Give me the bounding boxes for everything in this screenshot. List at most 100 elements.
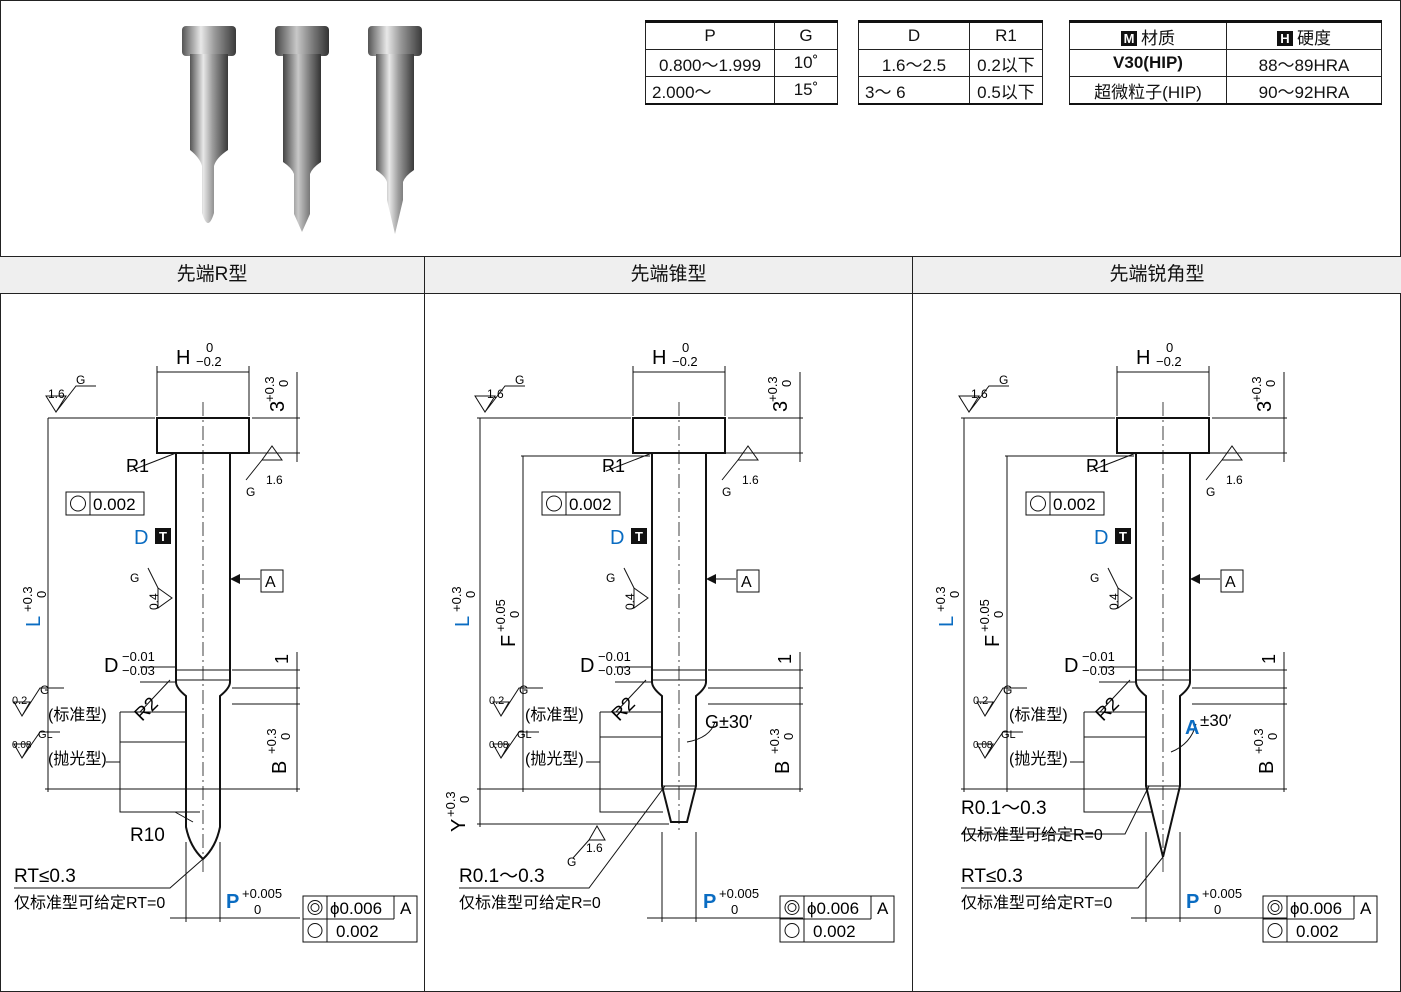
h-tol-lower: −0.2 (672, 354, 698, 369)
d-tol-lower: −0.03 (122, 663, 155, 678)
one-label: 1 (775, 654, 795, 664)
roughness-symbol (147, 567, 173, 609)
polished-label: (抛光型) (525, 750, 584, 768)
divider (424, 256, 425, 992)
one-label: 1 (1259, 654, 1279, 664)
roughness-g: G (1206, 485, 1215, 499)
roughness-symbol (1107, 567, 1133, 609)
coaxiality-value: ϕ0.006 (807, 899, 859, 918)
d-tol-lower: −0.03 (598, 663, 631, 678)
three-tol-lower: 0 (779, 380, 794, 387)
roughness-symbol (492, 731, 539, 760)
leader-r2 (139, 679, 171, 713)
h-tol-upper: 0 (682, 340, 689, 355)
b-label: B (269, 761, 291, 774)
g-angle-label: G±30′ (705, 712, 753, 732)
circularity-frame (541, 491, 621, 516)
roughness-g: G (76, 373, 85, 387)
leader (586, 742, 601, 763)
table-cell: 0.800～1.999 (645, 49, 775, 77)
roughness-g: G (515, 373, 524, 387)
p-tol-lower: 0 (731, 902, 738, 917)
circularity-icon (1267, 923, 1283, 938)
datum-triangle (1190, 574, 1200, 584)
three-tol-upper: +0.3 (262, 376, 277, 402)
roughness-symbol (976, 687, 1027, 718)
roughness-symbol (721, 445, 759, 481)
p-label: P (1186, 891, 1199, 913)
roughness-symbol (976, 731, 1023, 760)
h-tol-lower: −0.2 (1156, 354, 1182, 369)
col-header-p: P (645, 20, 775, 50)
section-title-sharp-type: 先端锐角型 (1109, 264, 1205, 285)
roughness-value: 0.2 (489, 695, 504, 707)
datum-a-box (736, 569, 760, 593)
d-tol-lower: −0.03 (1082, 663, 1115, 678)
circularity-value: 0.002 (336, 922, 379, 941)
table-d-r1: D R1 1.6～2.5 0.2以下 3～ 6 0.5以下 (858, 20, 1043, 105)
datum-a-box (1220, 569, 1244, 593)
roughness-gl: GL (38, 729, 53, 741)
l-tol-lower: 0 (947, 591, 962, 598)
roughness-g: G (567, 855, 576, 869)
circularity-value: 0.002 (813, 922, 856, 941)
coaxiality-value: ϕ0.006 (330, 899, 382, 918)
b-tol-upper: +0.3 (264, 728, 279, 754)
p-label: P (703, 891, 716, 913)
d-tol-upper: −0.01 (1082, 649, 1115, 664)
p-tol-upper: +0.005 (719, 886, 759, 901)
three-label: 3 (267, 401, 289, 412)
material-label: 材质 (1141, 28, 1175, 48)
coaxiality-icon (307, 900, 323, 915)
col-header-d: D (858, 20, 970, 50)
circularity-value: 0.002 (1296, 922, 1339, 941)
circularity-value: 0.002 (569, 495, 612, 514)
section-title-r-type: 先端R型 (176, 264, 248, 285)
circularity-icon (70, 495, 86, 512)
f-tol-lower: 0 (507, 611, 522, 618)
table-cell: 88～89HRA (1226, 49, 1382, 77)
circularity-frame (65, 491, 145, 516)
h-label: H (176, 347, 190, 369)
circularity-value: 0.002 (93, 495, 136, 514)
leader-r2 (615, 679, 647, 713)
leader (1070, 742, 1085, 763)
coaxiality-ref: A (877, 899, 889, 918)
angle-arc (1170, 723, 1197, 753)
t-badge-bg (155, 528, 171, 544)
three-label: 3 (1254, 401, 1276, 412)
b-label: B (1256, 761, 1278, 774)
coaxiality-ref: A (400, 899, 412, 918)
coaxiality-icon (784, 900, 800, 915)
punch-photo-sharp (368, 26, 422, 234)
d-blue-label: D (134, 527, 148, 549)
r01-note: 仅标准型可给定R=0 (459, 894, 601, 912)
roughness-g: G (1003, 683, 1012, 697)
datum-a-label: A (1225, 574, 1236, 591)
d-blue-label: D (610, 527, 624, 549)
l-label: L (452, 616, 474, 627)
table-cell: 10˚ (774, 49, 838, 77)
roughness-value: 1.6 (487, 387, 504, 401)
table-cell: 15˚ (774, 76, 838, 105)
datum-triangle (706, 574, 716, 584)
d-tol-upper: −0.01 (122, 649, 155, 664)
leader-rt (14, 858, 204, 889)
d-label: D (1064, 655, 1078, 677)
f-tol-upper: +0.05 (493, 599, 508, 632)
r2-label: R2 (608, 694, 640, 726)
roughness-value: 0.4 (1107, 593, 1121, 610)
roughness-gl: GL (517, 729, 532, 741)
l-tol-upper: +0.3 (20, 586, 35, 612)
punch-photo-r (182, 26, 236, 223)
roughness-symbol (1205, 445, 1243, 481)
roughness-g: G (999, 373, 1008, 387)
h-tol-lower: −0.2 (196, 354, 222, 369)
h-label: H (652, 347, 666, 369)
rt-note: 仅标准型可给定RT=0 (961, 894, 1112, 912)
roughness-value: 0.2 (12, 695, 27, 707)
table-cell: 1.6～2.5 (858, 49, 970, 77)
standard-label: (标准型) (48, 706, 107, 724)
y-tol-lower: 0 (457, 796, 472, 803)
